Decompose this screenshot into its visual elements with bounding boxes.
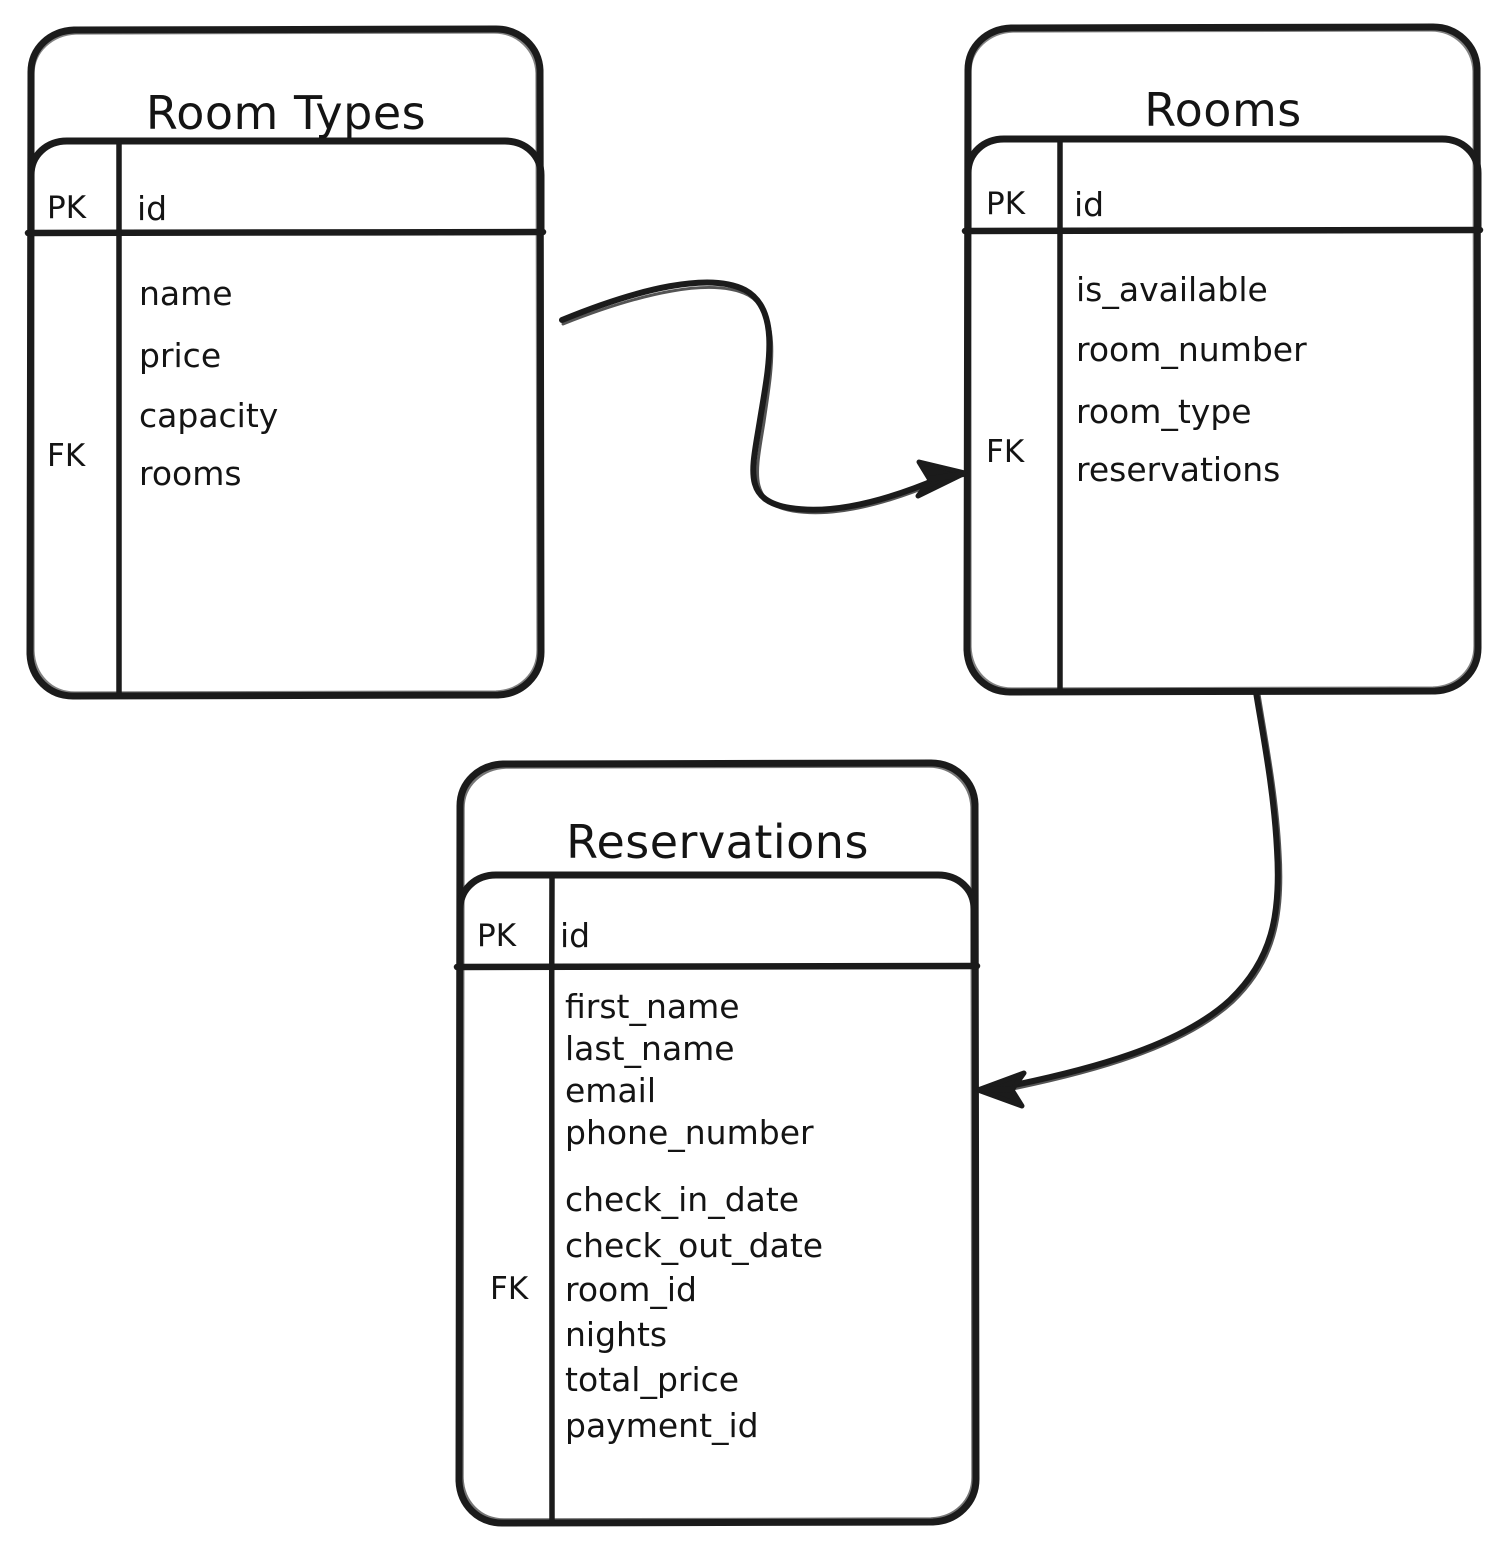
pk-label-reservations: PK bbox=[477, 918, 517, 954]
field-rooms-id: id bbox=[1074, 185, 1105, 224]
field-rooms-room-type: room_type bbox=[1076, 392, 1252, 431]
entity-reservations[interactable]: Reservations PK id FK first_name last_na… bbox=[460, 763, 975, 1523]
field-reservations-first-name: first_name bbox=[565, 987, 740, 1026]
entity-box-reservations bbox=[455, 759, 980, 1527]
entity-room-types[interactable]: Room Types PK id FK name price capacity … bbox=[31, 29, 541, 696]
field-room-types-capacity: capacity bbox=[139, 396, 279, 435]
fk-label-rooms: FK bbox=[986, 434, 1025, 470]
column-divider-rooms bbox=[1056, 138, 1064, 693]
entity-title-room-types: Room Types bbox=[145, 86, 427, 140]
field-room-types-rooms: rooms bbox=[139, 454, 242, 493]
pk-label-rooms: PK bbox=[986, 186, 1026, 222]
entity-title-rooms: Rooms bbox=[1144, 83, 1302, 137]
field-room-types-price: price bbox=[139, 336, 222, 375]
field-room-types-name: name bbox=[139, 274, 233, 313]
field-rooms-reservations: reservations bbox=[1076, 450, 1281, 489]
field-reservations-room-id: room_id bbox=[565, 1270, 697, 1309]
field-reservations-id: id bbox=[560, 916, 591, 955]
field-reservations-last-name: last_name bbox=[565, 1029, 735, 1068]
field-reservations-phone-number: phone_number bbox=[565, 1113, 814, 1152]
pk-row-box-room-types bbox=[24, 137, 547, 237]
entity-title-reservations: Reservations bbox=[566, 815, 869, 869]
pk-row-box-rooms bbox=[961, 135, 1484, 235]
field-rooms-room-number: room_number bbox=[1076, 330, 1307, 369]
field-reservations-check-in-date: check_in_date bbox=[565, 1180, 800, 1219]
field-reservations-total-price: total_price bbox=[565, 1360, 740, 1399]
entity-box-room-types bbox=[26, 25, 545, 700]
fk-label-room-types: FK bbox=[47, 438, 86, 474]
field-room-types-id: id bbox=[137, 189, 168, 228]
field-reservations-email: email bbox=[565, 1071, 657, 1110]
column-divider-room-types bbox=[115, 140, 123, 697]
entity-rooms[interactable]: Rooms PK id FK is_available room_number … bbox=[968, 27, 1478, 692]
fk-label-reservations: FK bbox=[490, 1271, 529, 1307]
field-rooms-is-available: is_available bbox=[1076, 270, 1268, 309]
pk-label-room-types: PK bbox=[47, 190, 87, 226]
pk-row-box-reservations bbox=[453, 871, 981, 971]
relationship-room-types-to-rooms bbox=[559, 279, 968, 515]
entity-box-rooms bbox=[963, 23, 1482, 696]
column-divider-reservations bbox=[548, 874, 556, 1524]
field-reservations-check-out-date: check_out_date bbox=[565, 1226, 824, 1265]
field-reservations-nights: nights bbox=[565, 1315, 668, 1354]
field-reservations-payment-id: payment_id bbox=[565, 1406, 759, 1445]
relationship-rooms-to-reservations bbox=[975, 689, 1283, 1109]
